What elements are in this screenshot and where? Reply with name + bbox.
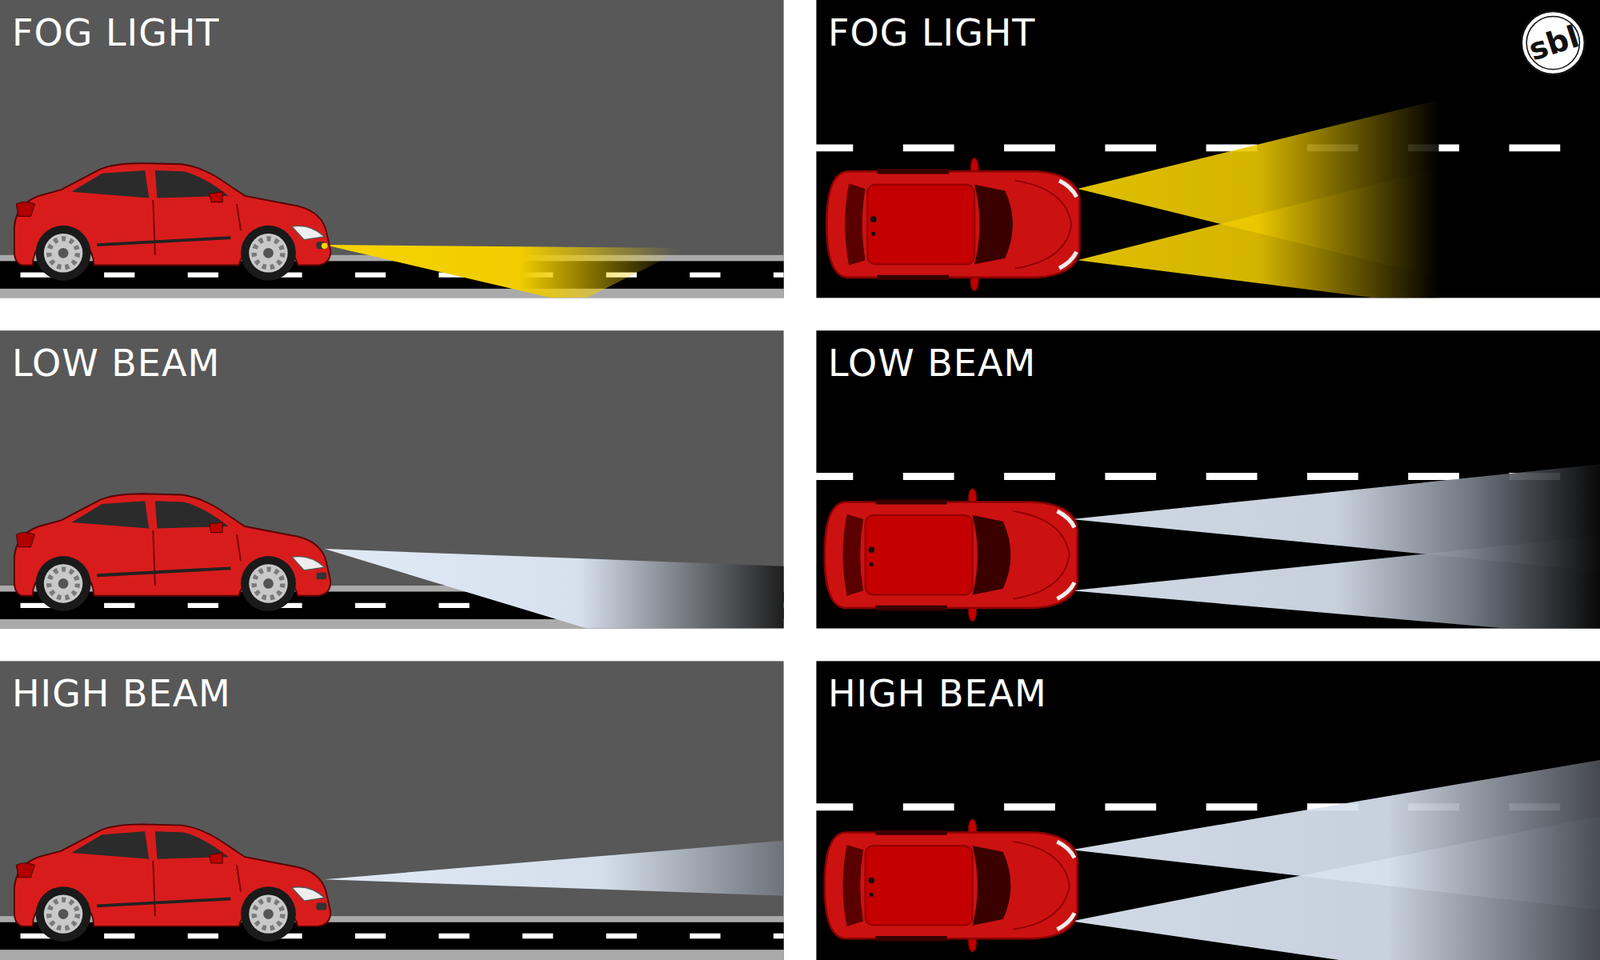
panel-scene	[0, 464, 1600, 637]
light-panel: LOW BEAM	[816, 330, 1600, 629]
panel-ground	[0, 660, 784, 960]
panel-title: LOW BEAM	[816, 330, 1036, 382]
lane-dashes	[20, 272, 784, 277]
light-panel: FOG LIGHT	[816, 0, 1600, 299]
light-panel: FOG LIGHT	[0, 0, 784, 299]
panel-ground	[0, 0, 784, 298]
high-beam	[324, 840, 784, 896]
light-panel: HIGH BEAM	[816, 660, 1600, 960]
car-side	[14, 824, 331, 942]
lane-dashes	[802, 144, 1600, 152]
logo-badge	[1521, 11, 1585, 75]
low-beam	[1071, 536, 1600, 637]
fog-lamp	[321, 243, 328, 250]
panel-ground	[0, 330, 784, 628]
lane-dashes	[20, 933, 784, 939]
light-panel: LOW BEAM	[0, 330, 784, 629]
panel-title: LOW BEAM	[0, 330, 220, 382]
low-beam	[324, 548, 784, 628]
car-top	[824, 488, 1078, 622]
panel-title: HIGH BEAM	[0, 660, 232, 712]
fog-beam	[1077, 168, 1440, 306]
panel-scene	[0, 760, 1600, 960]
panel-title: FOG LIGHT	[816, 0, 1036, 52]
car-top	[824, 819, 1078, 952]
fog-beam	[324, 244, 680, 298]
logo-text: sbl	[1524, 20, 1583, 66]
panel-scene	[0, 100, 1600, 307]
panel-title: FOG LIGHT	[0, 0, 220, 52]
road-edge	[0, 288, 784, 298]
road-edge	[0, 949, 784, 960]
panel-title: HIGH BEAM	[816, 660, 1048, 712]
car-top	[826, 158, 1080, 292]
car-side	[14, 163, 331, 281]
car-side	[14, 493, 331, 612]
high-beam	[1071, 816, 1600, 960]
light-panel: HIGH BEAM	[0, 660, 784, 960]
